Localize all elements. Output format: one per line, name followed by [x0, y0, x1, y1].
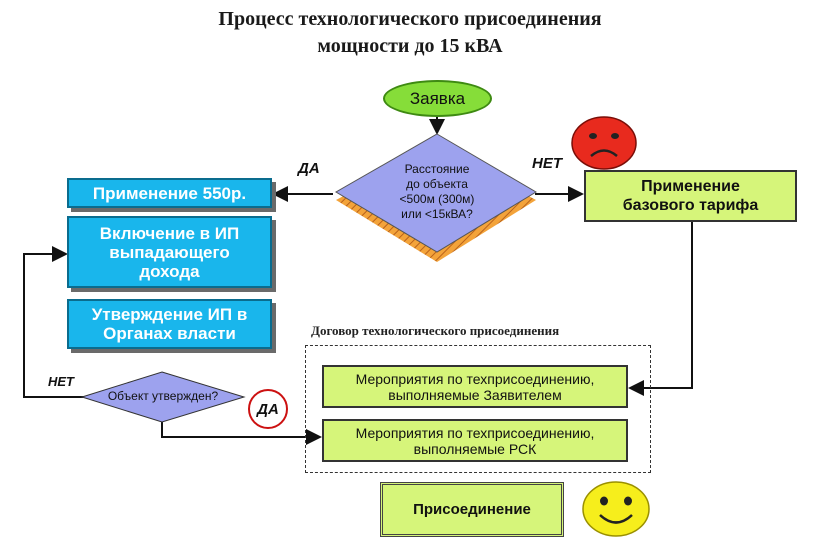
sad-face-icon	[571, 116, 637, 170]
approve-ip-box: Утверждение ИП в Органах власти	[67, 299, 272, 349]
yes-circle-label: ДА	[257, 400, 279, 418]
no-label-left: НЕТ	[48, 374, 74, 389]
connection-box: Присоединение	[380, 482, 564, 537]
include-ip-box: Включение в ИП выпадающего дохода	[67, 216, 272, 288]
include-ip-line-3: дохода	[139, 261, 200, 281]
grid-measures-line-1: Мероприятия по техприсоединению,	[355, 424, 595, 441]
start-oval: Заявка	[383, 80, 492, 117]
approve-ip-line-2: Органах власти	[103, 324, 236, 343]
no-label-right: НЕТ	[532, 155, 562, 172]
yes-circle: ДА	[248, 389, 288, 429]
connection-label: Присоединение	[413, 501, 531, 518]
include-ip-line-1: Включение в ИП	[99, 223, 240, 243]
base-tariff-box: Применение базового тарифа	[584, 170, 797, 222]
include-ip-line-2: выпадающего	[109, 242, 230, 262]
title-line-1: Процесс технологического присоединения	[218, 8, 602, 30]
approve-ip-line-1: Утверждение ИП в	[91, 305, 248, 324]
applicant-measures-line-1: Мероприятия по техприсоединению,	[355, 370, 595, 387]
yes-label-left: ДА	[298, 160, 320, 177]
base-tariff-line-2: базового тарифа	[622, 197, 759, 214]
grid-measures-box: Мероприятия по техприсоединению, выполня…	[322, 419, 628, 462]
contract-frame	[305, 345, 651, 473]
grid-measures-line-2: выполняемые РСК	[413, 440, 537, 457]
apply-550-box: Применение 550р.	[67, 178, 272, 208]
title-line-2: мощности до 15 кВА	[317, 35, 503, 57]
arrow-yes-to-grid-measures	[161, 421, 322, 445]
decision-distance-line-3: <500м (300м)	[399, 192, 475, 206]
decision-approved-shape	[80, 371, 246, 423]
decision-distance-line-1: Расстояние	[404, 162, 470, 176]
base-tariff-line-1: Применение	[641, 178, 740, 195]
decision-approved-label: Объект утвержден?	[107, 389, 219, 403]
arrow-no-loop-to-include-ip	[23, 246, 84, 398]
start-label: Заявка	[409, 88, 466, 108]
applicant-measures-box: Мероприятия по техприсоединению, выполня…	[322, 365, 628, 408]
diagram-title: Процесс технологического присоединения м…	[150, 6, 670, 60]
applicant-measures-line-2: выполняемые Заявителем	[388, 386, 562, 403]
happy-face-icon	[582, 481, 650, 537]
decision-distance-line-2: до объекта	[406, 177, 468, 191]
apply-550-label: Применение 550р.	[92, 183, 247, 203]
decision-distance-text: Расстояние до объекта <500м (300м) или <…	[376, 162, 498, 222]
contract-label: Договор технологического присоединения	[311, 323, 560, 338]
decision-distance-line-4: или <15кВА?	[401, 207, 473, 221]
decision-distance-shape	[335, 133, 537, 253]
